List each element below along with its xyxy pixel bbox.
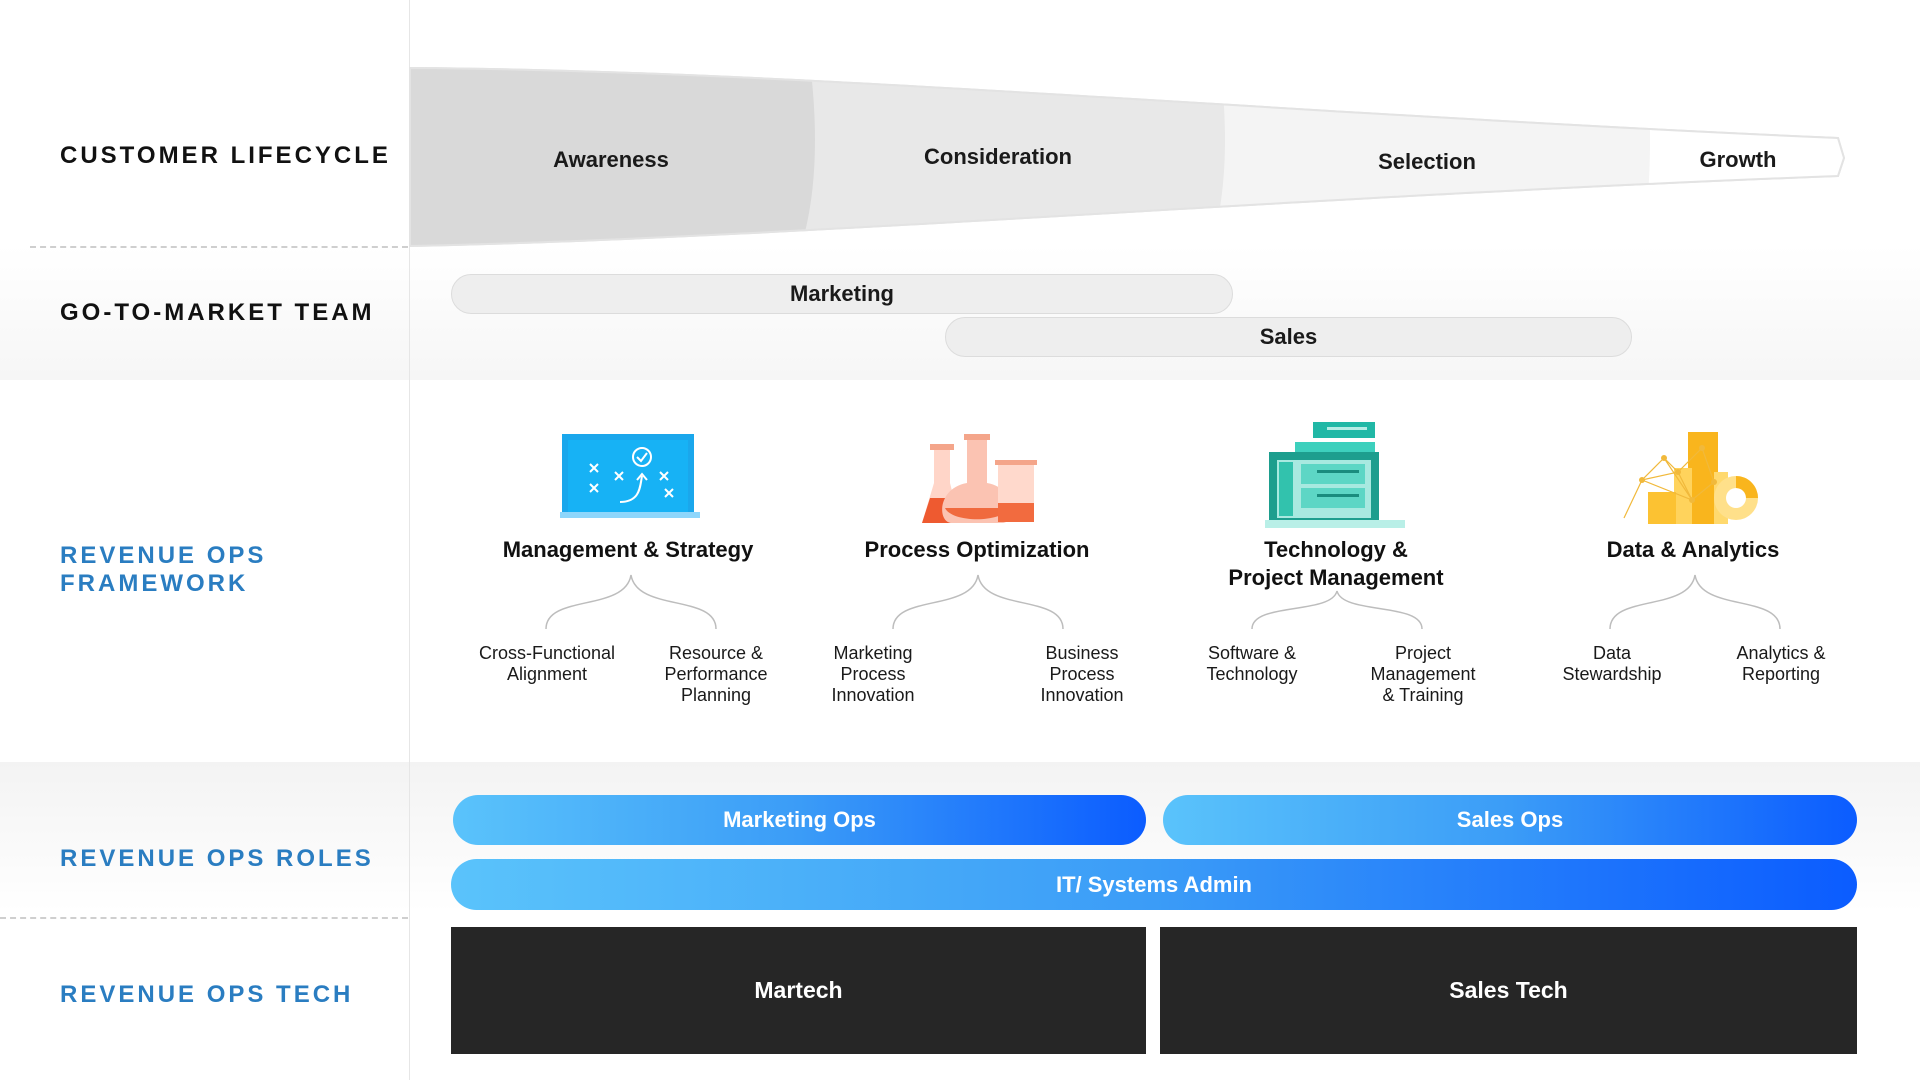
lab-flasks-icon xyxy=(922,434,1037,523)
sub-business-process-innovation: Business Process Innovation xyxy=(1040,643,1124,705)
pillar-title-line: Management & Strategy xyxy=(502,537,754,562)
row-label-revenue-ops-framework: REVENUE OPS FRAMEWORK xyxy=(60,542,266,598)
role-sales-ops: Sales Ops xyxy=(1163,795,1857,845)
pillar-title-data-analytics: Data & Analytics xyxy=(1543,536,1843,564)
data-charts-icon xyxy=(1623,432,1758,524)
stage-selection: Selection xyxy=(1378,149,1476,174)
pillar-title-technology-project-management: Technology & Project Management xyxy=(1186,536,1486,592)
row-label-line: FRAMEWORK xyxy=(60,570,249,597)
row-label-line: REVENUE OPS xyxy=(60,542,267,569)
funnel-segment-growth xyxy=(1640,68,1844,246)
pillar-title-line: Process Optimization xyxy=(864,537,1090,562)
sub-cross-functional-alignment: Cross-Functional Alignment xyxy=(478,643,616,684)
brace-process-optimization xyxy=(892,574,1064,630)
brace-management-strategy xyxy=(545,574,717,630)
strategy-board-icon xyxy=(560,434,700,518)
stage-awareness: Awareness xyxy=(553,147,669,172)
row-divider xyxy=(30,246,408,248)
row-label-revenue-ops-tech: REVENUE OPS TECH xyxy=(60,981,354,1008)
computer-screens-icon xyxy=(1265,422,1405,528)
row-label-customer-lifecycle: CUSTOMER LIFECYCLE xyxy=(60,142,391,169)
pillar-title-line: Project Management xyxy=(1228,565,1444,590)
stage-growth: Growth xyxy=(1699,147,1777,172)
stage-consideration: Consideration xyxy=(924,144,1072,169)
row-label-revenue-ops-roles: REVENUE OPS ROLES xyxy=(60,845,374,872)
sub-software-technology: Software & Technology xyxy=(1206,643,1298,684)
gtm-pill-marketing: Marketing xyxy=(451,274,1233,314)
tech-sales-tech: Sales Tech xyxy=(1160,927,1857,1054)
sub-resource-performance-planning: Resource & Performance Planning xyxy=(664,643,768,705)
brace-technology-project-management xyxy=(1251,590,1423,630)
row-label-go-to-market-team: GO-TO-MARKET TEAM xyxy=(60,299,375,326)
lifecycle-funnel xyxy=(409,66,1846,248)
funnel-segment-awareness xyxy=(410,68,815,246)
column-divider xyxy=(409,0,410,1080)
sub-analytics-reporting: Analytics & Reporting xyxy=(1736,643,1826,684)
role-marketing-ops: Marketing Ops xyxy=(453,795,1146,845)
sub-data-stewardship: Data Stewardship xyxy=(1562,643,1662,684)
role-it-systems-admin: IT/ Systems Admin xyxy=(451,859,1857,910)
pillar-title-line: Technology & xyxy=(1264,537,1408,562)
pillar-title-line: Data & Analytics xyxy=(1606,537,1780,562)
row-divider xyxy=(0,917,408,919)
brace-data-analytics xyxy=(1609,574,1781,630)
sub-marketing-process-innovation: Marketing Process Innovation xyxy=(831,643,915,705)
pillar-title-process-optimization: Process Optimization xyxy=(827,536,1127,564)
gtm-pill-sales: Sales xyxy=(945,317,1632,357)
sub-project-management-training: Project Management & Training xyxy=(1370,643,1476,705)
pillar-title-management-strategy: Management & Strategy xyxy=(478,536,778,564)
tech-martech: Martech xyxy=(451,927,1146,1054)
